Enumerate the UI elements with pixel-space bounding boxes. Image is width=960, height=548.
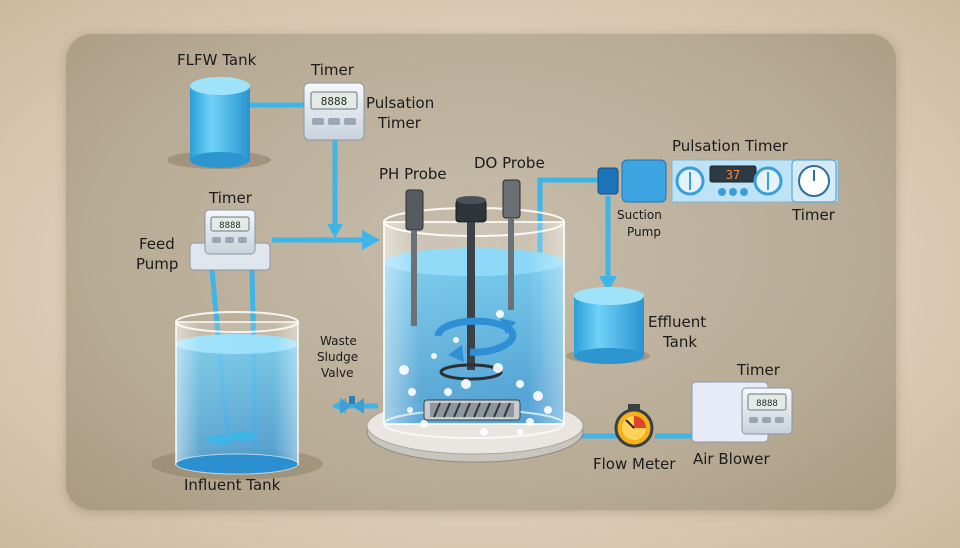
label-suction-pump-1: Suction — [617, 208, 662, 222]
pulsation-timer-right — [671, 159, 839, 203]
flfw-tank — [167, 77, 271, 169]
label-pulsation-timer-left-1: Pulsation — [366, 94, 435, 112]
label-waste-sludge-3: Valve — [321, 366, 354, 380]
suction-pump — [597, 159, 667, 203]
label-air-blower: Air Blower — [693, 450, 770, 468]
label-pulsation-timer-left-2: Timer — [378, 114, 421, 132]
label-flow-meter: Flow Meter — [593, 455, 676, 473]
label-feed-pump-1: Feed — [139, 235, 175, 253]
label-effluent-tank-2: Tank — [663, 333, 698, 351]
label-influent-tank: Influent Tank — [184, 476, 281, 494]
timer-top-display: 8888 — [321, 95, 348, 108]
label-timer-blower: Timer — [737, 361, 780, 379]
waste-sludge-valve — [340, 396, 364, 414]
ph-probe — [405, 189, 424, 231]
label-do-probe: DO Probe — [474, 154, 545, 172]
label-suction-pump-2: Pump — [627, 225, 661, 239]
label-flfw-tank: FLFW Tank — [177, 51, 257, 69]
feed-pump — [189, 209, 271, 271]
mixing-swirl — [434, 317, 517, 356]
label-ph-probe: PH Probe — [379, 165, 447, 183]
reactor — [366, 179, 584, 463]
pulsation-timer-left — [303, 82, 365, 141]
flow-meter — [614, 404, 654, 448]
timer-feed-display: 8888 — [219, 221, 241, 231]
air-blower — [691, 381, 793, 443]
arrow-into-reactor-vertical — [327, 224, 343, 238]
label-timer-right: Timer — [792, 206, 835, 224]
do-probe — [502, 179, 521, 219]
label-feed-pump-2: Pump — [136, 255, 179, 273]
label-timer-feed: Timer — [209, 189, 252, 207]
influent-tank — [151, 311, 323, 480]
arrow-into-effluent — [599, 276, 617, 292]
label-pulsation-timer-right: Pulsation Timer — [672, 137, 788, 155]
arrow-into-reactor-horizontal — [362, 230, 380, 250]
label-waste-sludge-1: Waste — [320, 334, 357, 348]
pulsation-timer-right-display: 37 — [726, 168, 740, 182]
label-timer-top: Timer — [311, 61, 354, 79]
label-waste-sludge-2: Sludge — [317, 350, 359, 364]
effluent-tank — [566, 287, 650, 364]
label-effluent-tank-1: Effluent — [648, 313, 707, 331]
timer-blower-display: 8888 — [756, 399, 778, 409]
